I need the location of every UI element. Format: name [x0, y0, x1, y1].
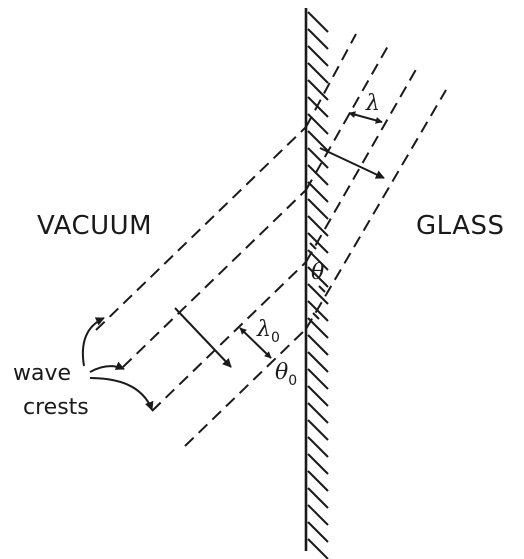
- lambda-wavelength-arrow: [348, 111, 383, 124]
- hatch-mark: [307, 402, 329, 424]
- lambda0-label: λ0: [256, 317, 280, 346]
- incident-wave-crests: [95, 126, 307, 447]
- hatch-mark: [307, 504, 329, 526]
- hatch-mark: [307, 283, 329, 305]
- hatch-mark: [307, 419, 329, 441]
- lambda0-wavelength-arrow: [239, 327, 272, 359]
- refracted-direction-arrow: [319, 147, 385, 179]
- hatch-mark: [307, 470, 329, 492]
- incident-crest-3: [151, 261, 307, 412]
- hatch-mark: [307, 300, 329, 322]
- pointer-arrow-bottom: [89, 377, 154, 411]
- incident-crest-2: [122, 189, 307, 368]
- hatch-mark: [307, 368, 329, 390]
- hatch-mark: [307, 62, 329, 84]
- pointer-arrow-top: [82, 317, 105, 367]
- hatch-mark: [307, 79, 329, 101]
- vacuum-label: VACUUM: [37, 211, 152, 241]
- hatch-mark: [307, 181, 329, 203]
- hatch-mark: [307, 351, 329, 373]
- hatch-mark: [307, 436, 329, 458]
- refracted-crest-2: [305, 45, 389, 191]
- theta0-subscript: 0: [288, 373, 297, 389]
- theta0-label: θ0: [275, 360, 297, 389]
- lambda-label: λ: [365, 91, 380, 116]
- lambda0-subscript: 0: [271, 330, 280, 346]
- incident-direction-arrow: [174, 307, 232, 368]
- hatch-mark: [307, 487, 329, 509]
- angle-tick-marks: [309, 242, 326, 320]
- incident-crest-4: [184, 328, 307, 447]
- hatch-mark: [307, 147, 329, 169]
- hatch-mark: [307, 198, 329, 220]
- hatch-mark: [307, 28, 329, 50]
- pointer-arrow-middle: [89, 361, 125, 373]
- hatch-mark: [307, 164, 329, 186]
- hatch-mark: [307, 538, 329, 559]
- incident-crest-1: [95, 126, 307, 331]
- hatch-mark: [307, 96, 329, 118]
- hatch-mark: [307, 334, 329, 356]
- wave-crests-label-line2: crests: [23, 395, 89, 420]
- hatch-mark: [307, 521, 329, 543]
- hatch-mark: [307, 385, 329, 407]
- hatch-mark: [307, 215, 329, 237]
- theta0-symbol: θ: [275, 360, 288, 385]
- theta-label: θ: [311, 260, 324, 285]
- refracted-wave-crests: [305, 33, 447, 330]
- glass-label: GLASS: [416, 211, 505, 241]
- hatch-mark: [307, 453, 329, 475]
- glass-surface-hatching: [307, 11, 329, 559]
- refracted-crest-1: [305, 33, 357, 128]
- wave-crests-label-line1: wave: [13, 361, 71, 386]
- hatch-mark: [307, 130, 329, 152]
- hatch-mark: [307, 11, 329, 33]
- refracted-crest-4: [305, 89, 447, 330]
- hatch-mark: [307, 266, 329, 288]
- hatch-mark: [307, 45, 329, 67]
- wave-crests-pointer-arrows: [82, 317, 154, 411]
- lambda0-symbol: λ: [256, 317, 271, 342]
